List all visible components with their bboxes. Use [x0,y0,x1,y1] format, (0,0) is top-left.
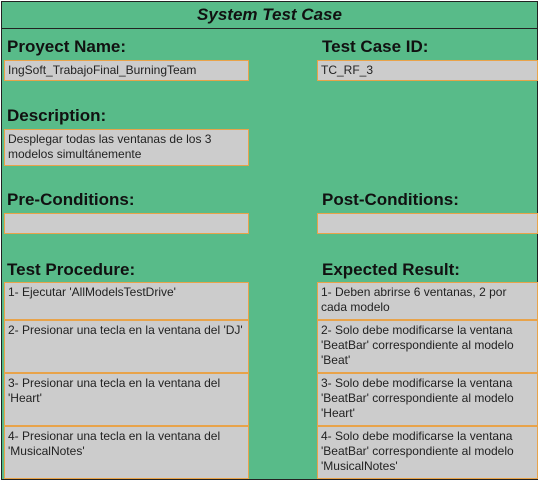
post-conditions-label: Post-Conditions: [322,190,459,209]
pre-conditions-cell[interactable] [4,213,249,234]
test-case-id-label: Test Case ID: [322,37,429,56]
expected-result-label: Expected Result: [322,260,460,279]
description-label: Description: [7,106,107,125]
test-procedure-label: Test Procedure: [7,260,136,279]
pre-conditions-label: Pre-Conditions: [7,190,135,209]
test-case-id-cell[interactable]: TC_RF_3 [317,60,538,81]
expected-result[interactable]: 4- Solo debe modificarse la ventana 'Bea… [317,426,538,479]
expected-result[interactable]: 3- Solo debe modificarse la ventana 'Bea… [317,373,538,426]
procedure-step[interactable]: 4- Presionar una tecla en la ventana del… [4,426,249,479]
project-name-label: Proyect Name: [7,37,127,56]
project-name-cell[interactable]: IngSoft_TrabajoFinal_BurningTeam [4,60,249,81]
post-conditions-cell[interactable] [317,213,538,234]
procedure-step[interactable]: 1- Ejecutar 'AllModelsTestDrive' [4,282,249,320]
procedure-step[interactable]: 2- Presionar una tecla en la ventana del… [4,320,249,373]
expected-result[interactable]: 1- Deben abrirse 6 ventanas, 2 por cada … [317,282,538,320]
procedure-step[interactable]: 3- Presionar una tecla en la ventana del… [4,373,249,426]
expected-result[interactable]: 2- Solo debe modificarse la ventana 'Bea… [317,320,538,373]
sheet-title: System Test Case [2,2,537,29]
test-case-sheet: System Test Case Proyect Name: IngSoft_T… [1,1,538,480]
description-cell[interactable]: Desplegar todas las ventanas de los 3 mo… [4,129,249,166]
